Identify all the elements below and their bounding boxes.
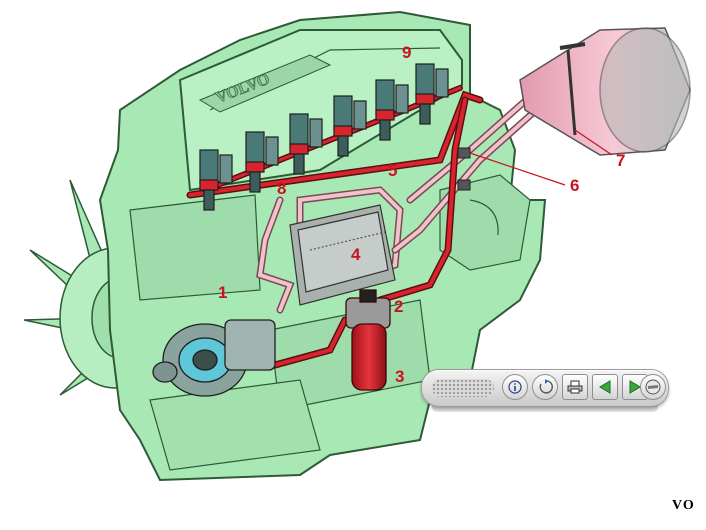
volvo-badge: VOLVO: [198, 54, 332, 113]
info-button[interactable]: [502, 374, 528, 400]
callout-8: 8: [277, 179, 287, 198]
fuel-filter: [345, 289, 391, 391]
callout-3: 3: [395, 367, 405, 386]
replay-button[interactable]: [532, 374, 558, 400]
exit-button[interactable]: [640, 374, 666, 400]
toolbar-base: [432, 402, 658, 412]
print-button[interactable]: [562, 374, 588, 400]
navigation-toolbar: [421, 369, 669, 407]
replay-icon: [539, 379, 553, 394]
previous-button[interactable]: [592, 374, 618, 400]
callout-1: 1: [218, 283, 228, 302]
engine-control-unit: [289, 204, 396, 306]
callout-4: 4: [351, 245, 361, 264]
injector: [333, 95, 367, 157]
callout-9: 9: [402, 43, 412, 62]
toolbar-grip[interactable]: [432, 379, 494, 397]
callout-6: 6: [570, 176, 580, 195]
printer-icon: [567, 380, 583, 394]
callout-7: 7: [616, 151, 626, 170]
fuel-feed-pump: [152, 319, 276, 397]
injector: [415, 63, 449, 125]
info-icon: [508, 380, 522, 394]
fuel-injectors: [199, 63, 449, 211]
callout-5: 5: [388, 161, 398, 180]
arrow-left-icon: [599, 380, 611, 394]
callout-leaders: [469, 129, 613, 186]
exit-icon: [645, 379, 661, 395]
injector: [199, 149, 233, 211]
injector: [245, 131, 279, 193]
brand-logo-text: VO: [672, 498, 695, 513]
injector: [289, 113, 323, 175]
arrow-right-icon: [629, 380, 641, 394]
fuel-tank: [519, 27, 691, 156]
callout-2: 2: [394, 297, 404, 316]
pressure-fuel-lines: [186, 85, 484, 369]
injector: [375, 79, 409, 141]
